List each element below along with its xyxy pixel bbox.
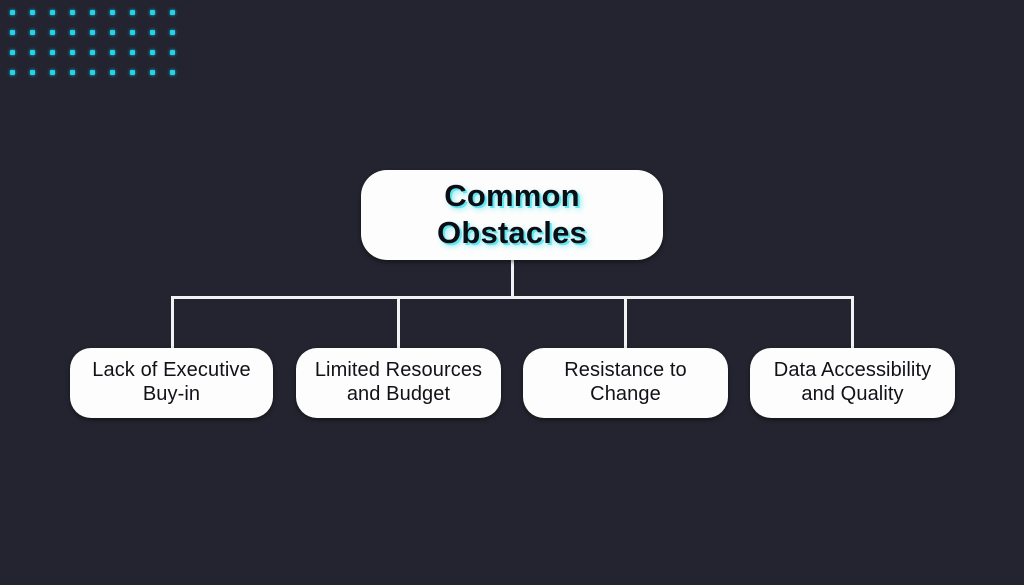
grid-dot xyxy=(50,50,55,55)
tree-node-label: Data Accessibility and Quality xyxy=(773,359,932,405)
dot-grid-decoration xyxy=(0,0,190,90)
grid-dot xyxy=(170,50,175,55)
tree-node-data-accessibility-and-quality[interactable]: Data Accessibility and Quality xyxy=(750,348,955,418)
grid-dot xyxy=(170,10,175,15)
grid-dot xyxy=(70,70,75,75)
grid-dot xyxy=(130,50,135,55)
grid-dot xyxy=(30,10,35,15)
tree-node-lack-of-executive-buy-in[interactable]: Lack of Executive Buy-in xyxy=(70,348,273,418)
grid-dot xyxy=(130,10,135,15)
grid-dot xyxy=(30,70,35,75)
grid-dot xyxy=(90,70,95,75)
tree-node-limited-resources-and-budget[interactable]: Limited Resources and Budget xyxy=(296,348,501,418)
tree-node-root[interactable]: Common Obstacles xyxy=(361,170,663,260)
connector-drop-child-0 xyxy=(171,296,174,349)
grid-dot xyxy=(90,50,95,55)
grid-dot xyxy=(150,50,155,55)
tree-node-label: Lack of Executive Buy-in xyxy=(92,359,251,405)
grid-dot xyxy=(10,30,15,35)
grid-dot xyxy=(90,30,95,35)
connector-drop-child-1 xyxy=(397,296,400,349)
tree-node-root-label: Common Obstacles xyxy=(437,178,587,250)
grid-dot xyxy=(70,50,75,55)
grid-dot xyxy=(70,30,75,35)
grid-dot xyxy=(70,10,75,15)
grid-dot xyxy=(150,10,155,15)
connector-drop-child-3 xyxy=(851,296,854,349)
tree-node-resistance-to-change[interactable]: Resistance to Change xyxy=(523,348,728,418)
grid-dot xyxy=(170,70,175,75)
grid-dot xyxy=(110,70,115,75)
grid-dot xyxy=(170,30,175,35)
grid-dot xyxy=(150,30,155,35)
grid-dot xyxy=(110,30,115,35)
grid-dot xyxy=(110,50,115,55)
grid-dot xyxy=(130,30,135,35)
tree-node-label: Limited Resources and Budget xyxy=(314,359,483,405)
grid-dot xyxy=(50,30,55,35)
grid-dot xyxy=(10,10,15,15)
tree-node-label: Resistance to Change xyxy=(564,359,687,405)
grid-dot xyxy=(50,10,55,15)
grid-dot xyxy=(10,70,15,75)
grid-dot xyxy=(10,50,15,55)
grid-dot xyxy=(90,10,95,15)
connector-horizontal-bar xyxy=(171,296,854,299)
grid-dot xyxy=(30,50,35,55)
connector-drop-child-2 xyxy=(624,296,627,349)
grid-dot xyxy=(130,70,135,75)
grid-dot xyxy=(50,70,55,75)
connector-root-stem xyxy=(511,259,514,299)
grid-dot xyxy=(110,10,115,15)
grid-dot xyxy=(30,30,35,35)
grid-dot xyxy=(150,70,155,75)
